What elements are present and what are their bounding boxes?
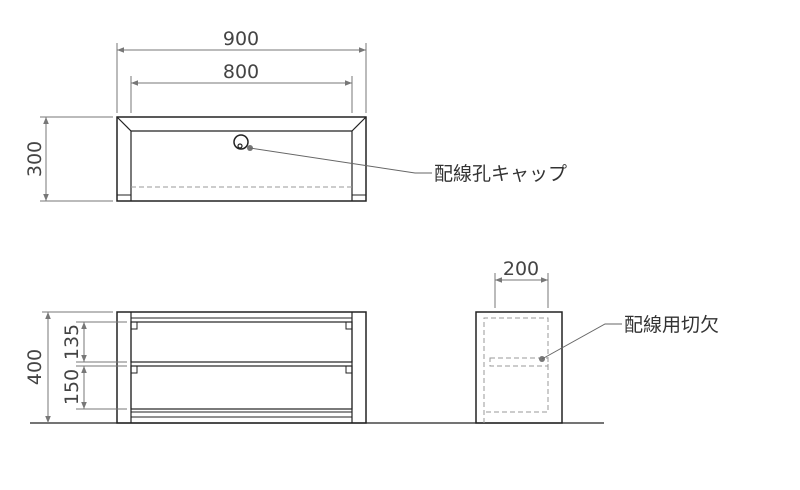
wiring-hole-cap-icon [233, 134, 249, 150]
top-outer-outline [116, 116, 367, 202]
top-corner-left [116, 116, 132, 132]
cap-leader-line [249, 147, 432, 174]
lower-drawer [130, 365, 353, 410]
dim-900-label: 900 [223, 28, 259, 50]
lower-drawer-clip-right [345, 365, 353, 374]
dim-400-label: 400 [24, 349, 46, 385]
upper-drawer-clip-right [345, 321, 353, 330]
top-view: 配線孔キャップ 900 800 300 [24, 28, 567, 202]
upper-drawer [130, 321, 353, 363]
dim-300-label: 300 [24, 141, 46, 177]
side-wiring-cutout [489, 357, 549, 367]
side-hidden-interior [483, 317, 549, 423]
cap-callout-label: 配線孔キャップ [434, 163, 567, 185]
wiring-hole-cap-center [237, 143, 243, 149]
dim-135-label: 135 [61, 324, 83, 360]
dim-800-label: 800 [223, 61, 259, 83]
side-outer-outline [475, 311, 563, 424]
cutout-leader-line [541, 323, 622, 360]
dim-150-label: 150 [61, 369, 83, 405]
front-view: 400 135 150 [24, 311, 604, 424]
front-outer-outline [116, 311, 367, 424]
upper-drawer-clip-left [130, 321, 138, 330]
dim-200-label: 200 [503, 258, 539, 280]
side-view: 配線用切欠 200 [475, 258, 719, 424]
top-corner-right [351, 116, 367, 132]
lower-drawer-clip-left [130, 365, 138, 374]
cutout-callout-label: 配線用切欠 [624, 314, 719, 336]
